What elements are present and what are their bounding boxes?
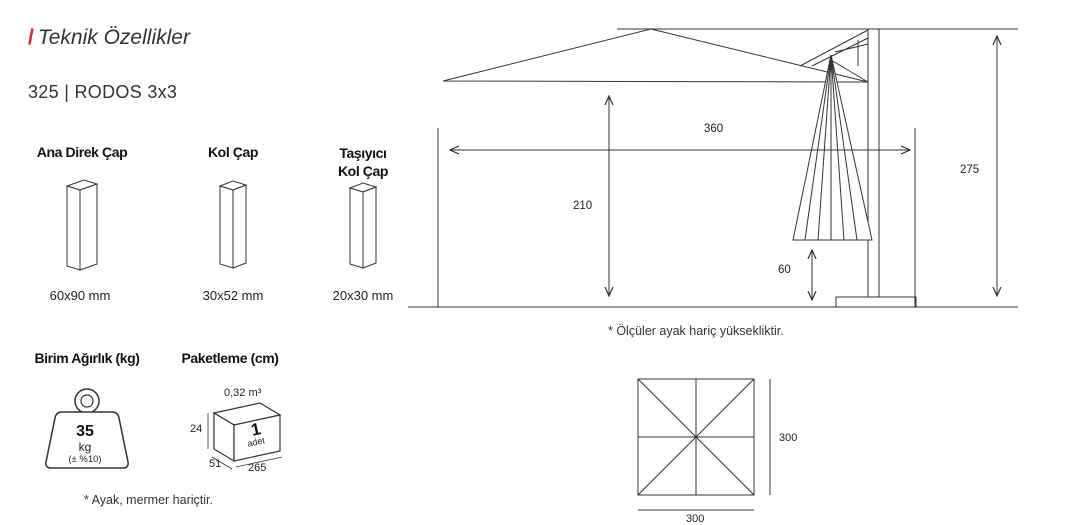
- profile-bars: [65, 179, 378, 271]
- profile-heading-carrier-arm: Taşıyıcı Kol Çap: [318, 144, 408, 180]
- model-name: 325 | RODOS 3x3: [28, 82, 178, 102]
- side-view-note: * Ölçüler ayak hariç yüksekliktir.: [608, 324, 784, 338]
- page-title: /Teknik Özellikler: [28, 26, 190, 50]
- top-width-label: 300: [686, 513, 705, 525]
- package-volume: 0,32 m³: [224, 387, 262, 399]
- weight-note: * Ayak, mermer hariçtir.: [84, 493, 213, 507]
- arm-brace: [799, 29, 869, 67]
- package-width: 265: [248, 462, 267, 474]
- top-view-drawing: [637, 378, 771, 511]
- title-slash: /: [28, 26, 34, 49]
- main-pole-profile-icon: [65, 179, 99, 271]
- open-canopy: [442, 28, 869, 83]
- profile-heading-carrier-line2: Kol Çap: [337, 163, 389, 179]
- side-closed-height-label: 60: [778, 264, 791, 276]
- weight-heading: Birim Ağırlık (kg): [34, 350, 140, 366]
- weight-unit: kg: [78, 440, 92, 454]
- side-view-drawing: [408, 28, 1018, 308]
- profile-heading-main-pole: Ana Direk Çap: [36, 144, 128, 160]
- package-depth: 51: [209, 458, 222, 470]
- carrier-arm-profile-icon: [348, 182, 378, 269]
- weight-tolerance: (± %10): [68, 454, 102, 465]
- weight-value: 35: [76, 423, 94, 440]
- profile-size-arm: 30x52 mm: [202, 288, 264, 303]
- arm-profile-icon: [218, 180, 248, 269]
- side-width-label: 360: [704, 123, 724, 135]
- profile-heading-carrier-line1: Taşıyıcı: [339, 145, 387, 161]
- package-height: 24: [190, 423, 203, 435]
- profile-size-main-pole: 60x90 mm: [49, 288, 111, 303]
- top-depth-label: 300: [779, 432, 798, 444]
- weight-icon: [45, 388, 129, 469]
- side-total-height-label: 275: [960, 164, 980, 176]
- package-box-icon: [207, 402, 283, 470]
- main-pole: [867, 28, 880, 298]
- title-text: Teknik Özellikler: [37, 26, 190, 49]
- side-clear-height-label: 210: [573, 200, 593, 212]
- profile-size-carrier-arm: 20x30 mm: [332, 288, 394, 303]
- base-plate: [835, 296, 917, 308]
- package-heading: Paketleme (cm): [181, 350, 279, 366]
- profile-heading-arm: Kol Çap: [207, 144, 259, 160]
